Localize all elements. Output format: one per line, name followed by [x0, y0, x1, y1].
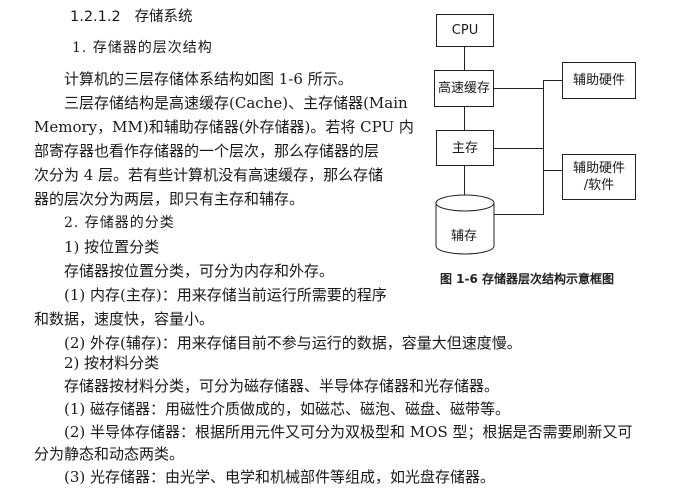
- main-memory-box: 主存: [436, 130, 494, 166]
- aux-hw-sw-line-2: /软件: [583, 178, 615, 193]
- material-intro: 存储器按材料分类，可分为磁存储器、半导体存储器和光存储器。: [64, 377, 500, 395]
- connector-cache-side: [494, 88, 544, 89]
- section-heading: 1.2.1.2 存储系统: [70, 8, 193, 27]
- cache-box: 高速缓存: [434, 70, 494, 107]
- location-item-2: (2) 外存(辅存)：用来存储目前不参与运行的数据，容量大但速度慢。: [64, 334, 522, 352]
- paragraph-line: 器的层次分为两层，即只有主存和辅存。: [34, 190, 305, 208]
- material-item-3: (3) 光存储器：由光学、电学和机械部件等组成，如光盘存储器。: [64, 468, 496, 486]
- aux-hardware-box: 辅助硬件: [562, 62, 636, 99]
- connector-aux-hwsw: [543, 170, 563, 171]
- material-item-1: (1) 磁存储器：用磁性介质做成的，如磁芯、磁泡、磁盘、磁带等。: [64, 400, 511, 418]
- paragraph-line: 部寄存器也看作存储器的一个层次，那么存储器的层: [34, 142, 380, 160]
- disk-label: 辅存: [451, 229, 478, 244]
- connector-disk-side: [493, 214, 544, 215]
- location-heading: 1) 按位置分类: [64, 238, 160, 256]
- connector-main-disk: [464, 165, 465, 197]
- material-heading: 2) 按材料分类: [64, 354, 160, 372]
- location-intro: 存储器按位置分类，可分为内存和外存。: [64, 262, 335, 280]
- section-number: 1.2.1.2: [70, 9, 121, 25]
- section-title: 存储系统: [134, 9, 193, 25]
- paragraph-line: 三层存储结构是高速缓存(Cache)、主存储器(Main: [64, 94, 408, 112]
- location-item-1-cont: 和数据，速度快，容量小。: [34, 310, 215, 328]
- subheading-classification: 2. 存储器的分类: [64, 215, 175, 231]
- paragraph-line: Memory，MM)和辅助存储器(外存储器)。若将 CPU 内: [34, 118, 414, 136]
- disk-cylinder-icon: [435, 194, 495, 255]
- connector-aux-hw: [543, 80, 563, 81]
- material-item-2: (2) 半导体存储器：根据所用元件又可分为双极型和 MOS 型；根据是否需要刷新…: [64, 423, 633, 441]
- aux-hw-sw-box: 辅助硬件 /软件: [562, 154, 636, 200]
- subheading-hierarchy: 1. 存储器的层次结构: [72, 40, 213, 56]
- location-item-1: (1) 内存(主存)：用来存储当前运行所需要的程序: [64, 286, 387, 304]
- aux-hw-sw-line-1: 辅助硬件: [572, 161, 625, 176]
- paragraph-line: 次分为 4 层。若有些计算机没有高速缓存，那么存储: [34, 166, 384, 184]
- material-item-2-cont: 分为静态和动态两类。: [34, 445, 185, 463]
- figure-caption: 图 1-6 存储器层次结构示意框图: [440, 272, 615, 286]
- connector-cache-main: [464, 106, 465, 130]
- connector-main-side: [494, 148, 544, 149]
- cpu-box: CPU: [436, 14, 494, 47]
- paragraph-intro: 计算机的三层存储体系结构如图 1-6 所示。: [64, 70, 353, 88]
- connector-side-vertical: [543, 80, 544, 215]
- connector-cpu-cache: [464, 46, 465, 70]
